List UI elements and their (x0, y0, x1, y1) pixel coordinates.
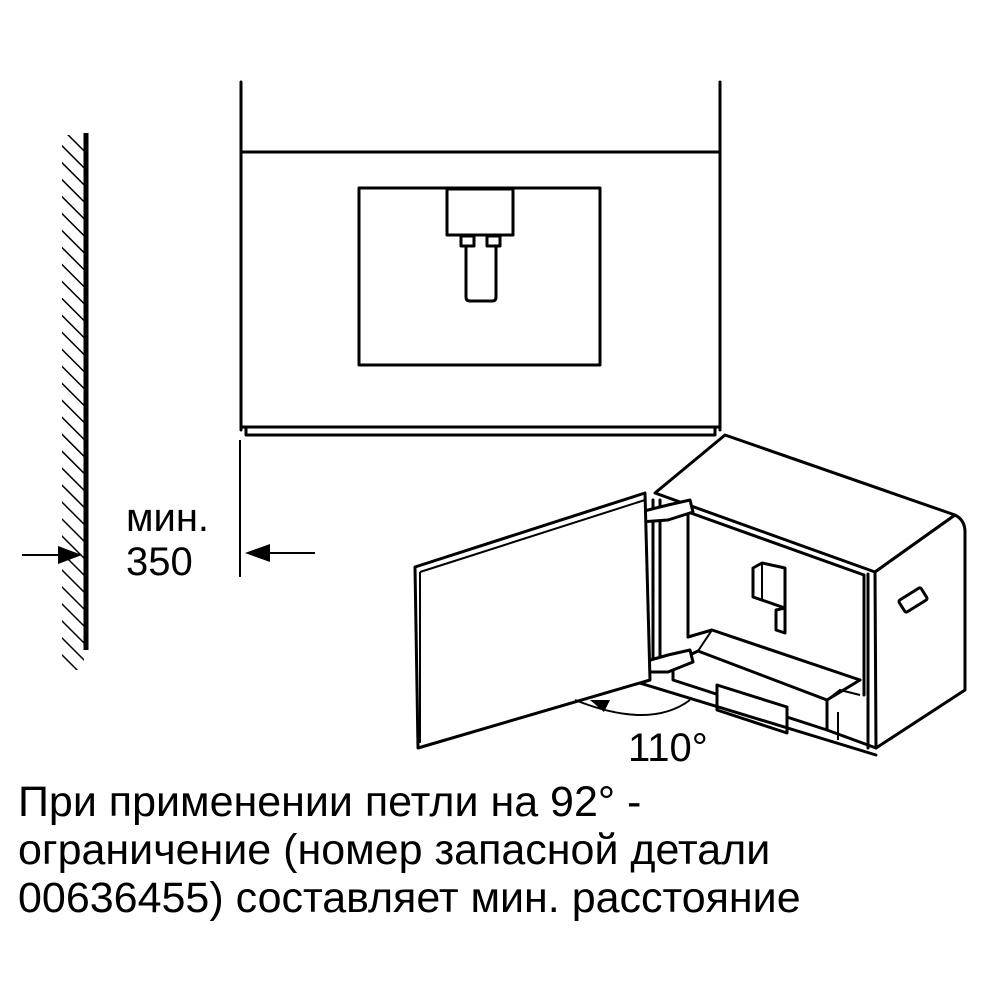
min-distance-label: мин. 350 (126, 496, 209, 584)
caption: При применении петли на 92° - ограничени… (18, 778, 801, 922)
dimension-arrows (22, 440, 315, 577)
min-label: мин. (126, 496, 210, 540)
iso-view-appliance (413, 433, 967, 757)
wall (62, 133, 89, 670)
min-value: 350 (126, 540, 193, 584)
caption-line-3: 00636455) составляет мин. расстояние (18, 874, 801, 922)
caption-line-2: ограничение (номер запасной детали (18, 826, 771, 874)
front-view-appliance (239, 80, 722, 437)
door-angle-label: 110° (628, 726, 708, 770)
caption-line-1: При применении петли на 92° - (18, 778, 642, 826)
